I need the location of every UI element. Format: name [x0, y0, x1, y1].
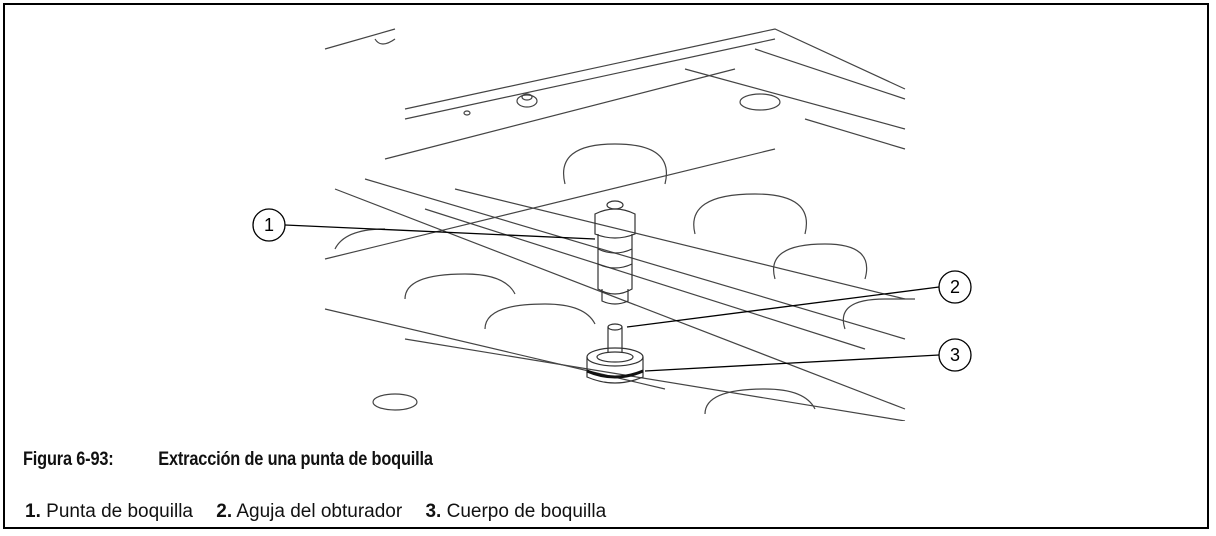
callout-1: 1 — [264, 215, 274, 235]
figure-frame: 1 2 3 Figura 6-93: Extracción de una punt… — [3, 3, 1209, 529]
figure-number: Figura 6-93: — [23, 449, 114, 470]
legend-item-1: 1. Punta de boquilla — [25, 501, 193, 522]
legend-item-2: 2. Aguja del obturador — [216, 501, 403, 522]
figure-caption: Figura 6-93: Extracción de una punta de b… — [23, 449, 433, 471]
legend-item-3: 3. Cuerpo de boquilla — [425, 501, 607, 522]
figure-legend: 1. Punta de boquilla 2. Aguja del obtura… — [25, 501, 624, 523]
callout-3: 3 — [950, 345, 960, 365]
nozzle-illustration — [324, 28, 915, 421]
callout-2: 2 — [950, 277, 960, 297]
figure-title: Extracción de una punta de boquilla — [158, 449, 433, 470]
